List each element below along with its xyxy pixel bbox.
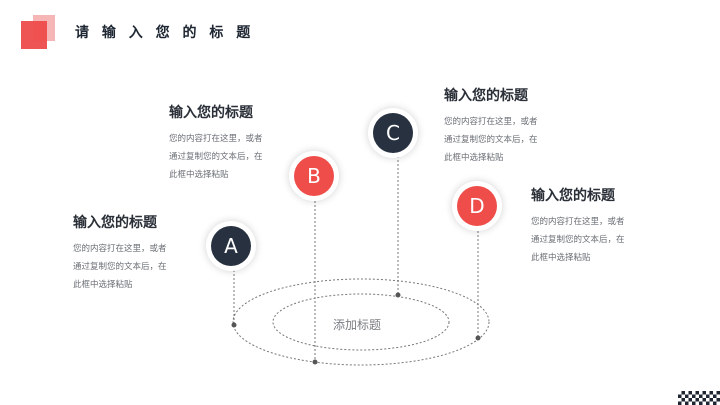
text-block-a: 输入您的标题 您的内容打在这里，或者 通过复制您的文本后，在 此框中选择粘贴 xyxy=(73,212,193,294)
block-body: 您的内容打在这里，或者 通过复制您的文本后，在 此框中选择粘贴 xyxy=(169,130,289,184)
anchor-dot-d xyxy=(475,335,481,341)
anchor-dot-a xyxy=(231,322,237,328)
block-line: 通过复制您的文本后，在 xyxy=(531,235,625,245)
logo-square-red xyxy=(21,21,47,49)
node-a: A xyxy=(211,226,251,266)
node-d: D xyxy=(457,186,497,226)
block-title: 输入您的标题 xyxy=(169,105,253,121)
block-line: 通过复制您的文本后，在 xyxy=(169,152,263,162)
text-block-b: 输入您的标题 您的内容打在这里，或者 通过复制您的文本后，在 此框中选择粘贴 xyxy=(169,102,289,184)
block-title: 输入您的标题 xyxy=(531,188,615,204)
block-line: 您的内容打在这里，或者 xyxy=(531,217,625,227)
checker-pattern-decoration xyxy=(678,391,720,405)
anchor-dot-b xyxy=(312,359,318,365)
page-title: 请 输 入 您 的 标 题 xyxy=(75,25,255,41)
block-line: 您的内容打在这里，或者 xyxy=(169,134,263,144)
inner-ellipse xyxy=(272,293,450,351)
block-line: 此框中选择粘贴 xyxy=(531,253,591,263)
block-line: 您的内容打在这里，或者 xyxy=(444,117,538,127)
text-block-d: 输入您的标题 您的内容打在这里，或者 通过复制您的文本后，在 此框中选择粘贴 xyxy=(531,185,651,267)
block-body: 您的内容打在这里，或者 通过复制您的文本后，在 此框中选择粘贴 xyxy=(531,213,651,267)
block-body: 您的内容打在这里，或者 通过复制您的文本后，在 此框中选择粘贴 xyxy=(444,113,564,167)
logo-squares xyxy=(21,15,61,50)
block-title: 输入您的标题 xyxy=(444,88,528,104)
center-label: 添加标题 xyxy=(333,318,382,332)
outer-ellipse xyxy=(232,278,490,366)
block-line: 此框中选择粘贴 xyxy=(73,280,133,290)
anchor-dot-c xyxy=(395,292,401,298)
block-body: 您的内容打在这里，或者 通过复制您的文本后，在 此框中选择粘贴 xyxy=(73,240,193,294)
text-block-c: 输入您的标题 您的内容打在这里，或者 通过复制您的文本后，在 此框中选择粘贴 xyxy=(444,85,564,167)
block-line: 此框中选择粘贴 xyxy=(444,153,504,163)
node-c: C xyxy=(373,113,413,153)
block-title: 输入您的标题 xyxy=(73,215,157,231)
block-line: 此框中选择粘贴 xyxy=(169,170,229,180)
block-line: 通过复制您的文本后，在 xyxy=(73,262,167,272)
node-b: B xyxy=(294,156,334,196)
block-line: 通过复制您的文本后，在 xyxy=(444,135,538,145)
block-line: 您的内容打在这里，或者 xyxy=(73,244,167,254)
